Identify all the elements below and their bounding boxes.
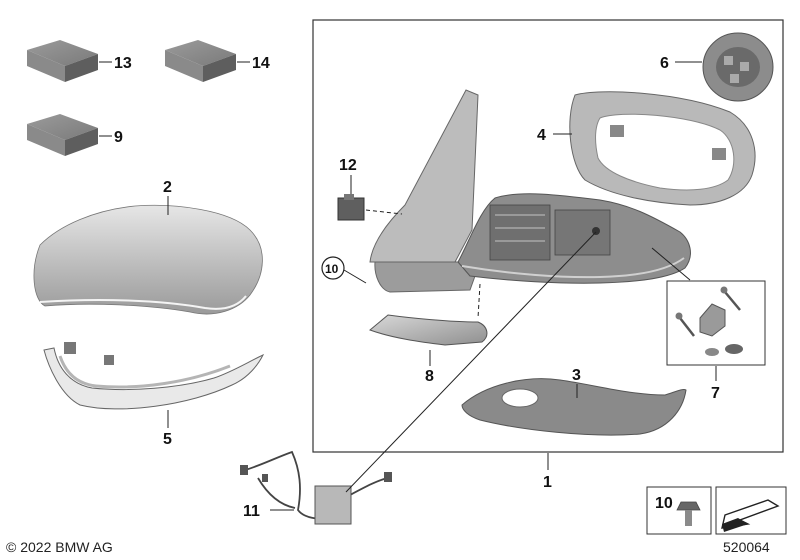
legend-10-box [646,486,712,535]
callout-14: 14 [252,55,270,72]
callout-7: 7 [711,385,720,402]
callout-6: 6 [660,55,669,72]
part-7-screws-and-bracket [675,286,743,356]
part-1-mirror-assembly [369,89,691,293]
direction-arrow-icon [721,499,780,532]
leader-10 [343,269,367,284]
part-4-mirror-frame [569,91,756,206]
part-13-box [27,40,98,82]
leader-11-to-assembly [345,231,597,493]
callout-8: 8 [425,368,434,385]
part-11-wiring-harness [240,450,392,525]
part-6-adjustment-motor [702,32,774,102]
callout-5: 5 [163,431,172,448]
part-14-box [165,40,236,82]
callout-13: 13 [114,55,132,72]
copyright-text: © 2022 BMW AG [6,539,113,555]
part-12-connector [337,194,365,221]
legend-10-screw [676,501,701,526]
part-2-mirror-cap [33,204,263,315]
diagram-id: 520064 [723,539,770,555]
callout-2: 2 [163,179,172,196]
callout-3: 3 [572,367,581,384]
leader-7-connect [651,247,691,281]
callout-11: 11 [243,503,260,520]
leader-8-dash [477,283,481,319]
callout-9: 9 [114,129,123,146]
callout-4: 4 [537,127,546,144]
part-8-bottom-cover [369,314,488,346]
assembly-frame [312,19,784,453]
part-9-box [27,114,98,156]
callout-1: 1 [543,474,552,491]
part-5-turn-indicator [43,342,265,410]
callout-10-circle [321,256,345,280]
part-3-lower-trim [461,378,687,436]
callout-10-legend: 10 [655,495,673,512]
callout-12: 12 [339,157,357,174]
callout-10-inline: 10 [325,262,339,276]
leader-12-dash [365,209,403,215]
